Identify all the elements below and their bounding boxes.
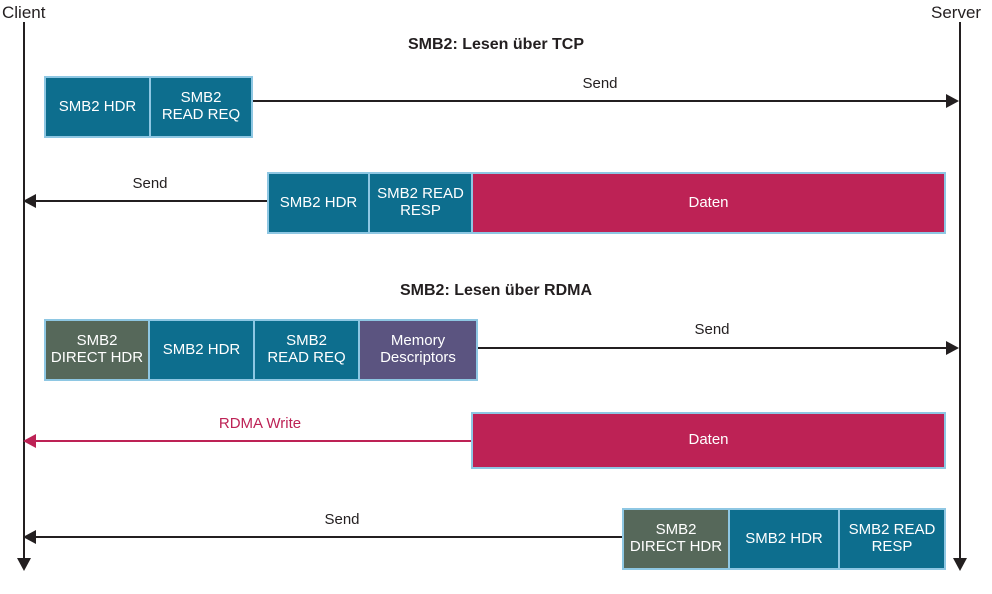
packet-segment-smb2-hdr: SMB2 HDR	[46, 78, 149, 136]
server-lifeline-arrowhead	[953, 558, 967, 571]
packet-segment-smb2-direct-hdr: SMB2 DIRECT HDR	[46, 321, 148, 379]
packet-rdma-read-request: SMB2 DIRECT HDR SMB2 HDR SMB2 READ REQ M…	[44, 319, 478, 381]
arrow-line-rdma-read-response	[30, 536, 623, 538]
packet-segment-memory-descriptors: Memory Descriptors	[360, 321, 476, 379]
packet-segment-smb2-read-req: SMB2 READ REQ	[151, 78, 251, 136]
packet-segment-smb2-hdr: SMB2 HDR	[269, 174, 368, 232]
packet-segment-smb2-read-resp: SMB2 READ RESP	[370, 174, 471, 232]
arrow-line-rdma-write	[30, 440, 472, 442]
packet-segment-smb2-hdr: SMB2 HDR	[150, 321, 253, 379]
arrow-head-tcp-read-response	[23, 194, 36, 208]
packet-rdma-read-response: SMB2 DIRECT HDR SMB2 HDR SMB2 READ RESP	[622, 508, 946, 570]
client-lifeline	[23, 22, 25, 563]
arrow-label-rdma-write: RDMA Write	[218, 415, 302, 432]
packet-segment-smb2-hdr: SMB2 HDR	[730, 510, 838, 568]
server-lifeline	[959, 22, 961, 563]
arrow-head-rdma-read-response	[23, 530, 36, 544]
client-label: Client	[2, 3, 46, 22]
packet-segment-smb2-read-resp: SMB2 READ RESP	[840, 510, 944, 568]
arrow-head-rdma-read-request	[946, 341, 959, 355]
packet-segment-smb2-read-req: SMB2 READ REQ	[255, 321, 358, 379]
client-lifeline-arrowhead	[17, 558, 31, 571]
arrow-line-tcp-read-request	[252, 100, 947, 102]
packet-tcp-read-request: SMB2 HDR SMB2 READ REQ	[44, 76, 253, 138]
arrow-label-tcp-read-response: Send	[132, 175, 168, 192]
arrow-line-rdma-read-request	[477, 347, 947, 349]
packet-rdma-write-data: Daten	[471, 412, 946, 469]
section-title-rdma: SMB2: Lesen über RDMA	[399, 282, 593, 299]
packet-tcp-read-response: SMB2 HDR SMB2 READ RESP Daten	[267, 172, 946, 234]
arrow-label-tcp-read-request: Send	[582, 75, 618, 92]
packet-segment-daten: Daten	[473, 414, 944, 467]
arrow-label-rdma-read-response: Send	[324, 511, 360, 528]
packet-segment-daten: Daten	[473, 174, 944, 232]
arrow-head-rdma-write	[23, 434, 36, 448]
arrow-label-rdma-read-request: Send	[694, 321, 730, 338]
arrow-line-tcp-read-response	[30, 200, 268, 202]
section-title-tcp: SMB2: Lesen über TCP	[407, 36, 585, 53]
arrow-head-tcp-read-request	[946, 94, 959, 108]
packet-segment-smb2-direct-hdr: SMB2 DIRECT HDR	[624, 510, 728, 568]
server-label: Server	[931, 3, 982, 22]
